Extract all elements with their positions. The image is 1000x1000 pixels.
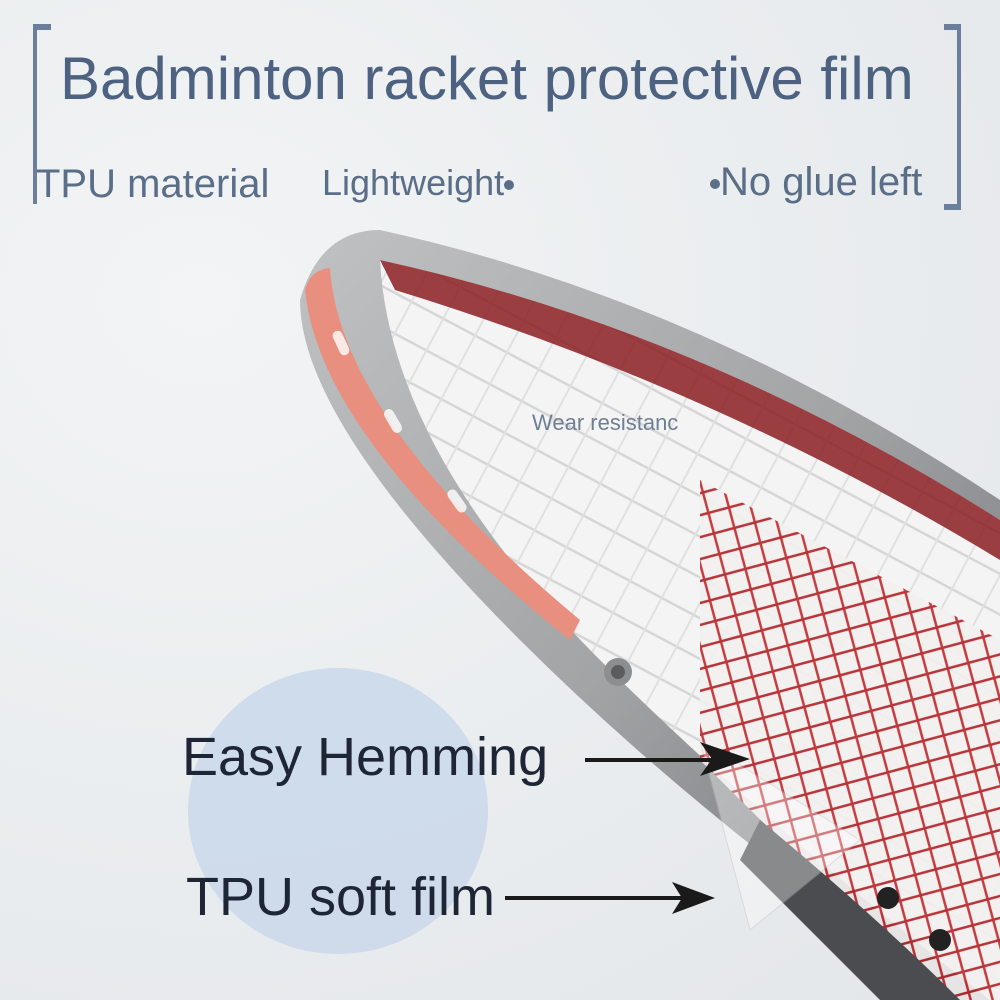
wear-resistance-label: Wear resistanc bbox=[532, 410, 679, 435]
feature-tpu-material: TPU material bbox=[36, 162, 269, 207]
callout-easy-hemming: Easy Hemming bbox=[182, 727, 549, 787]
feature-lightweight: Lightweight bbox=[322, 162, 515, 204]
bracket-left bbox=[33, 24, 37, 204]
callout-tpu-soft-film: TPU soft film bbox=[186, 867, 496, 927]
bracket-right bbox=[957, 24, 961, 210]
bracket-left-cap bbox=[33, 24, 51, 30]
feature-no-glue: No glue left bbox=[710, 160, 922, 205]
bullet-dot-icon bbox=[710, 179, 720, 190]
background-circle bbox=[188, 668, 488, 954]
bracket-right-cap-bottom bbox=[944, 204, 961, 210]
bracket-right-cap-top bbox=[944, 24, 961, 30]
feature-label: TPU material bbox=[36, 162, 270, 206]
feature-label: No glue left bbox=[720, 160, 923, 204]
page-title: Badminton racket protective film bbox=[60, 45, 914, 112]
feature-label: Lightweight bbox=[322, 162, 505, 203]
bullet-dot-icon bbox=[504, 180, 515, 191]
